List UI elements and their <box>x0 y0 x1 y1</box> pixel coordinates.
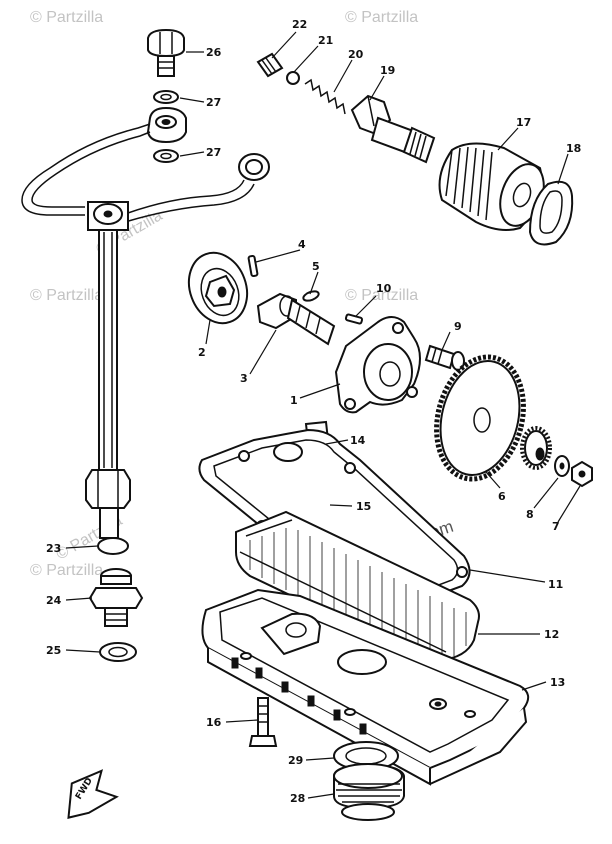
callout-17: 17 <box>516 116 531 129</box>
oil-pump-assembly <box>187 251 593 488</box>
part-9-screw <box>424 344 465 371</box>
pipe-tee-fitting <box>87 201 129 231</box>
callout-19: 19 <box>380 64 395 77</box>
callout-26: 26 <box>206 46 222 59</box>
part-21-ball <box>286 71 300 85</box>
callout-6: 6 <box>498 490 506 503</box>
callout-28: 28 <box>290 792 305 805</box>
callout-14: 14 <box>350 434 366 447</box>
callout-7: 7 <box>552 520 560 533</box>
oil-pipe-vertical <box>98 229 118 471</box>
callout-2: 2 <box>198 346 206 359</box>
oil-pan-assembly: FWD <box>67 420 530 821</box>
part-3-pump-shaft <box>256 292 336 346</box>
callout-23: 23 <box>46 542 61 555</box>
part-25-washer <box>99 642 137 662</box>
callout-15: 15 <box>356 500 371 513</box>
part-7-nut <box>571 460 593 488</box>
callout-21: 21 <box>318 34 333 47</box>
callout-12: 12 <box>544 628 559 641</box>
part-23-o-ring <box>97 537 129 555</box>
watermark-top-right: © Partzilla <box>345 9 418 26</box>
callout-27-upper: 27 <box>206 96 221 109</box>
watermark-low-left: © Partzilla <box>30 562 103 579</box>
part-16-bolt <box>248 697 278 747</box>
callout-8: 8 <box>526 508 534 521</box>
callout-20: 20 <box>348 48 364 61</box>
part-26-banjo-bolt <box>147 28 185 77</box>
part-5-dowel-pin <box>302 290 320 302</box>
part-22-plug <box>256 52 284 78</box>
callout-10: 10 <box>376 282 392 295</box>
watermark-mid-right: © Partzilla <box>345 287 418 304</box>
part-27-washer-lower <box>153 149 179 163</box>
oil-delivery-pipe-assembly <box>21 28 270 662</box>
part-27-washer-upper <box>153 90 179 104</box>
part-1-pump-housing <box>334 316 421 414</box>
watermark-top-left: © Partzilla <box>30 9 103 26</box>
front-direction-arrow: FWD <box>67 769 119 819</box>
callout-29: 29 <box>288 754 303 767</box>
callout-18: 18 <box>566 142 581 155</box>
callout-11: 11 <box>548 578 563 591</box>
callout-13: 13 <box>550 676 565 689</box>
callout-25: 25 <box>46 644 61 657</box>
callout-27-lower: 27 <box>206 146 221 159</box>
callout-4: 4 <box>298 238 306 251</box>
part-19-relief-valve-body <box>350 94 436 164</box>
part-18-o-ring <box>528 180 574 246</box>
part-4-pin <box>247 254 259 278</box>
callout-1: 1 <box>290 394 298 407</box>
callout-5: 5 <box>312 260 320 273</box>
part-17-oil-filter <box>438 142 545 231</box>
callout-3: 3 <box>240 372 248 385</box>
watermark-mid-left: © Partzilla <box>30 287 103 304</box>
relief-valve-and-filter <box>256 52 574 246</box>
callout-labels: 26 27 27 22 21 20 19 17 18 4 5 10 9 2 3 … <box>46 18 581 805</box>
callout-16: 16 <box>206 716 222 729</box>
part-10-dowel-pin <box>344 313 364 325</box>
part-20-spring <box>304 78 346 115</box>
banjo-fitting <box>146 106 187 144</box>
callout-9: 9 <box>454 320 462 333</box>
callout-24: 24 <box>46 594 62 607</box>
pipe-union-nut <box>85 469 131 509</box>
part-2-outer-rotor <box>187 251 249 325</box>
callout-22: 22 <box>292 18 307 31</box>
pipe-right-fitting <box>238 153 270 181</box>
part-6-drive-gear <box>434 354 552 482</box>
leader-lines <box>65 31 581 799</box>
part-28-drain-plug <box>333 762 405 821</box>
